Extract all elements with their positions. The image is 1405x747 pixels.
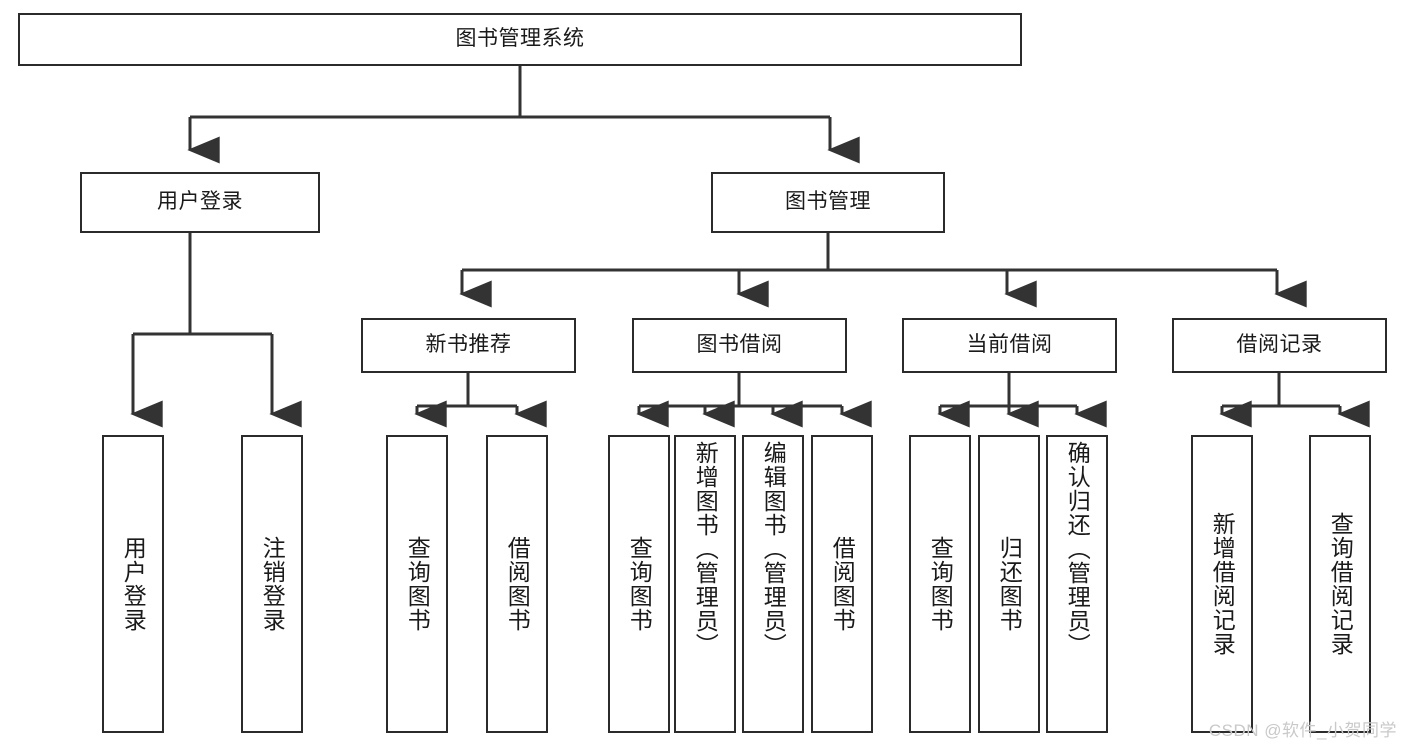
leaf-query-borrow-record-label: 查询借阅记录	[1327, 512, 1354, 656]
node-new-book-recommend-label: 新书推荐	[425, 333, 512, 357]
leaf-add-book-admin-label: 新增图书（管理员）	[692, 441, 719, 657]
leaf-query-borrow-record[interactable]: 查询借阅记录	[1309, 435, 1371, 733]
leaf-current-query-book-label: 查询图书	[927, 536, 954, 632]
node-book-management-label: 图书管理	[785, 190, 871, 214]
leaf-borrow-query-book-label: 查询图书	[626, 536, 653, 632]
node-user-login[interactable]: 用户登录	[80, 172, 320, 233]
node-book-management[interactable]: 图书管理	[711, 172, 945, 233]
node-book-borrow-label: 图书借阅	[696, 333, 783, 357]
node-root[interactable]: 图书管理系统	[18, 13, 1022, 66]
leaf-edit-book-admin[interactable]: 编辑图书（管理员）	[742, 435, 804, 733]
leaf-current-query-book[interactable]: 查询图书	[909, 435, 971, 733]
leaf-return-book-label: 归还图书	[996, 536, 1023, 632]
leaf-logout[interactable]: 注销登录	[241, 435, 303, 733]
leaf-add-book-admin[interactable]: 新增图书（管理员）	[674, 435, 736, 733]
node-current-borrow[interactable]: 当前借阅	[902, 318, 1117, 373]
node-user-login-label: 用户登录	[157, 190, 243, 214]
leaf-user-login[interactable]: 用户登录	[102, 435, 164, 733]
leaf-confirm-return-admin[interactable]: 确认归还（管理员）	[1046, 435, 1108, 733]
leaf-return-book[interactable]: 归还图书	[978, 435, 1040, 733]
node-new-book-recommend[interactable]: 新书推荐	[361, 318, 576, 373]
leaf-recommend-borrow-book[interactable]: 借阅图书	[486, 435, 548, 733]
leaf-logout-label: 注销登录	[259, 536, 286, 632]
csdn-watermark: CSDN @软件_小贺同学	[1208, 721, 1397, 740]
leaf-add-borrow-record[interactable]: 新增借阅记录	[1191, 435, 1253, 733]
leaf-recommend-query-book-label: 查询图书	[404, 536, 431, 632]
leaf-edit-book-admin-label: 编辑图书（管理员）	[760, 441, 787, 657]
node-current-borrow-label: 当前借阅	[966, 333, 1053, 357]
leaf-confirm-return-admin-label: 确认归还（管理员）	[1064, 441, 1091, 657]
node-book-borrow[interactable]: 图书借阅	[632, 318, 847, 373]
node-borrow-records[interactable]: 借阅记录	[1172, 318, 1387, 373]
leaf-add-borrow-record-label: 新增借阅记录	[1209, 512, 1236, 656]
node-root-label: 图书管理系统	[455, 27, 585, 51]
leaf-recommend-borrow-book-label: 借阅图书	[504, 536, 531, 632]
leaf-borrow-book[interactable]: 借阅图书	[811, 435, 873, 733]
leaf-borrow-book-label: 借阅图书	[829, 536, 856, 632]
leaf-borrow-query-book[interactable]: 查询图书	[608, 435, 670, 733]
leaf-recommend-query-book[interactable]: 查询图书	[386, 435, 448, 733]
node-borrow-records-label: 借阅记录	[1236, 333, 1323, 357]
leaf-user-login-label: 用户登录	[120, 536, 147, 632]
